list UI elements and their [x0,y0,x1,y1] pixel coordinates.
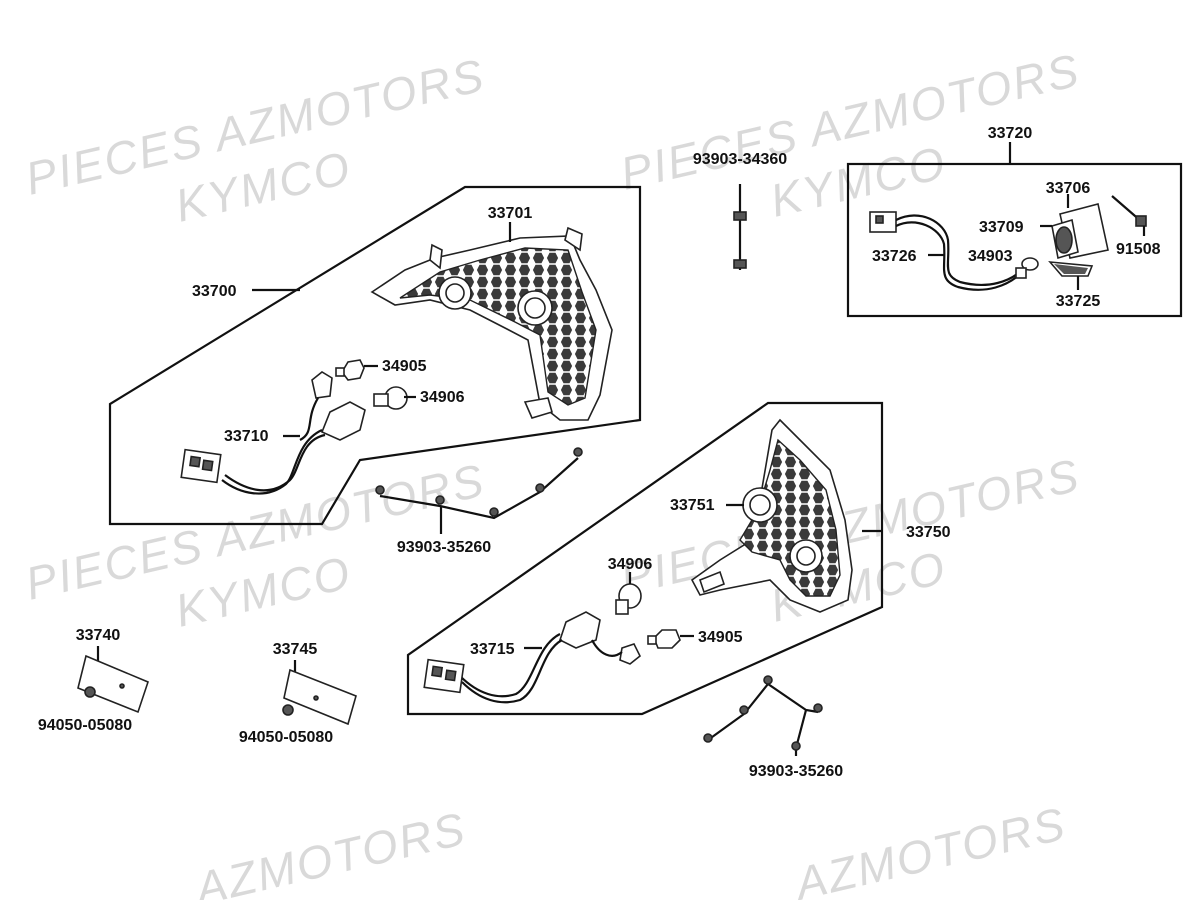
screw-91508 [1111,195,1147,236]
label-34906-left: 34906 [420,389,465,406]
reflector-33745 [282,660,357,726]
label-94050-05080-left: 94050-05080 [38,717,132,734]
svg-text:AZMOTORS: AZMOTORS [788,797,1071,900]
label-94050-05080-right: 94050-05080 [239,729,333,746]
label-91508: 91508 [1116,241,1161,258]
harness-33710 [180,371,366,495]
label-33709: 33709 [979,219,1024,236]
screws-93903-35260-upper [375,447,583,534]
label-33701: 33701 [488,205,533,222]
label-33751: 33751 [670,497,715,514]
group-frame-33700 [108,185,642,526]
label-33715: 33715 [470,641,515,658]
harness-33726 [869,211,1021,291]
label-34905-right: 34905 [698,629,743,646]
label-93903-35260-lower: 93903-35260 [749,763,843,780]
label-34905-left: 34905 [382,358,427,375]
label-34906-right: 34906 [608,556,653,573]
watermark-bottom-right: AZMOTORS [788,797,1071,900]
screws-93903-34360 [733,184,747,270]
lens-33725 [1048,261,1094,277]
label-33745: 33745 [273,641,318,658]
label-33706: 33706 [1046,180,1091,197]
watermark-mid-right: PIECES AZMOTORS KYMCO [616,448,1085,631]
screws-93903-35260-lower [703,675,823,756]
watermark-bottom-left: AZMOTORS [188,802,471,900]
label-33726: 33726 [872,248,917,265]
label-33700: 33700 [192,283,237,300]
lens-housing-33701 [370,226,613,421]
svg-text:AZMOTORS: AZMOTORS [188,802,471,900]
label-93903-34360: 93903-34360 [693,151,787,168]
license-lamp-33706 [1051,203,1109,260]
label-93903-35260-upper: 93903-35260 [397,539,491,556]
label-33710: 33710 [224,428,269,445]
label-33750: 33750 [906,524,951,541]
reflector-33740 [77,646,149,714]
label-34903: 34903 [968,248,1013,265]
label-33740: 33740 [76,627,121,644]
lens-housing-33751 [690,418,853,613]
harness-33715 [423,611,642,704]
bulb-34906-left [373,386,408,410]
label-33720: 33720 [988,125,1033,142]
bulb-34905-left [335,359,365,381]
watermark-top-right: PIECES AZMOTORS KYMCO [616,43,1085,226]
label-33725: 33725 [1056,293,1101,310]
group-frame-33750 [406,401,884,716]
watermark-top-left: PIECES AZMOTORS KYMCO [21,48,490,231]
bulb-34905-right [647,629,681,649]
group-frame-33720 [846,162,1183,318]
bulb-34903 [1015,257,1039,279]
bulb-34906-right [615,583,642,615]
